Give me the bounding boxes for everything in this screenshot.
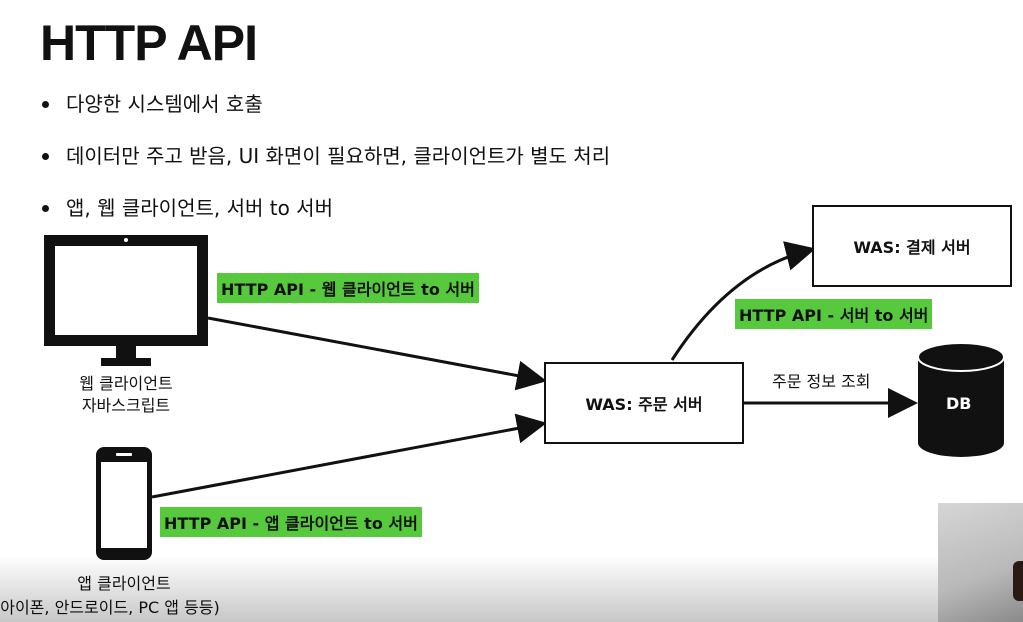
web-client-caption-line1: 웹 클라이언트 [79,374,173,393]
web-client-api-label: HTTP API - 웹 클라이언트 to 서버 [217,273,479,303]
database-icon [917,342,1005,457]
order-query-label: 주문 정보 조회 [772,372,871,391]
web-client-caption-line2: 자바스크립트 [81,396,171,415]
arrow-web-to-order [207,316,547,391]
presenter-webcam-overlay [938,503,1023,622]
payment-server-box: WAS: 결제 서버 [812,205,1012,287]
presenter-figure [1013,561,1023,601]
bullet-item: 데이터만 주고 받음, UI 화면이 필요하면, 클라이언트가 별도 처리 [40,138,610,190]
bullet-item: 다양한 시스템에서 호출 [40,86,610,138]
web-client-caption: 웹 클라이언트 자바스크립트 [66,373,186,417]
smartphone-icon [96,447,152,560]
payment-server-label: WAS: 결제 서버 [853,238,971,257]
bullet-list: 다양한 시스템에서 호출 데이터만 주고 받음, UI 화면이 필요하면, 클라… [40,86,610,242]
order-server-label: WAS: 주문 서버 [585,395,703,414]
arrow-app-to-order [151,413,547,499]
db-label: DB [946,394,972,413]
server-api-label: HTTP API - 서버 to 서버 [735,299,933,329]
app-client-caption-title: 앱 클라이언트 [77,574,171,593]
app-client-caption-detail: (아이폰, 안드로이드, PC 앱 등등) [0,598,220,617]
order-server-box: WAS: 주문 서버 [544,362,744,444]
bullet-item: 앱, 웹 클라이언트, 서버 to 서버 [40,190,610,242]
arrow-order-to-payment [670,241,816,361]
monitor-icon [44,235,208,366]
slide-title: HTTP API [40,15,258,71]
app-client-api-label: HTTP API - 앱 클라이언트 to 서버 [160,507,422,537]
